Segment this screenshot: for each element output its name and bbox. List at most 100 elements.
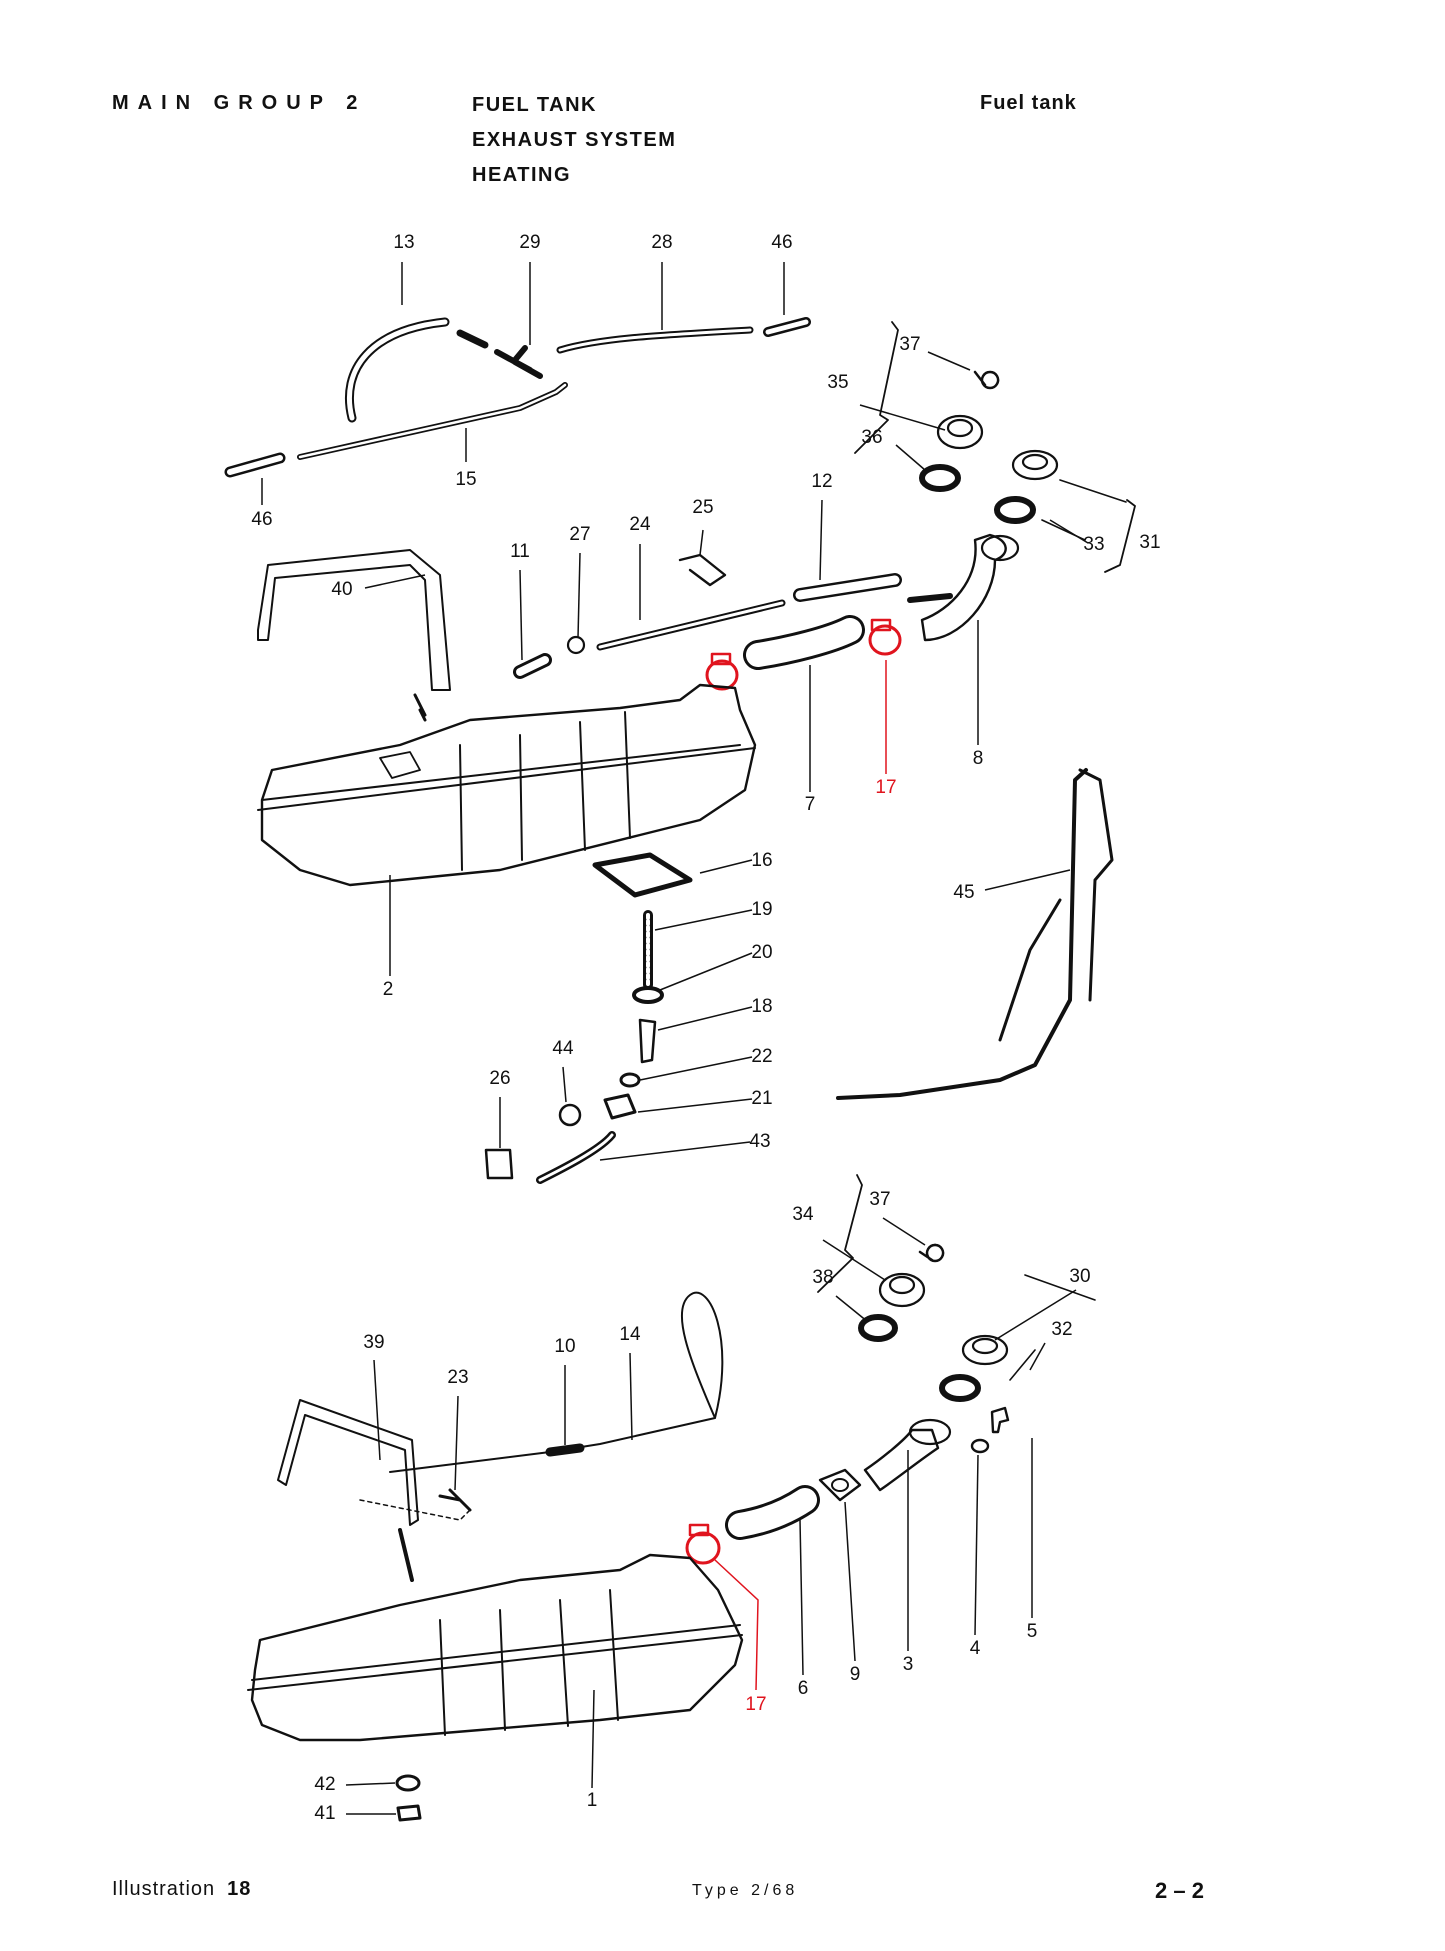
part-38-cap	[878, 1272, 926, 1308]
part-5-screw	[990, 1406, 1010, 1434]
section-title-heating: HEATING	[472, 164, 572, 186]
part-29-connector	[456, 329, 489, 349]
part-39-strap	[277, 1399, 419, 1526]
part-13-curved-hose	[344, 317, 450, 423]
part-label-24: 24	[629, 514, 651, 535]
part-label-27: 27	[569, 524, 590, 545]
part-33-cap	[1011, 449, 1059, 481]
part-22-seal	[619, 1072, 641, 1088]
part-3-filler-neck	[863, 1428, 940, 1492]
part-32-cap	[961, 1334, 1009, 1366]
part-20-washer	[632, 986, 664, 1004]
page-number: 2 – 2	[1155, 1878, 1204, 1903]
part-label-10: 10	[554, 1336, 575, 1357]
part-label-26: 26	[489, 1068, 510, 1089]
part-label-5: 5	[1027, 1621, 1038, 1642]
part-label-2: 2	[383, 979, 394, 1000]
part-15-long-line	[297, 382, 568, 460]
part-label-20: 20	[751, 942, 772, 963]
part-label-12: 12	[811, 471, 832, 492]
part-4-washer	[970, 1438, 990, 1454]
part-label-9: 9	[850, 1664, 861, 1685]
part-label-45: 45	[953, 882, 974, 903]
part-label-1: 1	[587, 1790, 598, 1811]
part-label-36: 36	[861, 427, 882, 448]
part-label-39: 39	[363, 1332, 384, 1353]
section-title-exhaust-system: EXHAUST SYSTEM	[472, 129, 677, 151]
part-27-clip	[566, 635, 586, 655]
part-label-15: 15	[455, 469, 476, 490]
part-label-37: 37	[899, 334, 920, 355]
part-label-41: 41	[314, 1803, 335, 1824]
part-42-washer	[395, 1774, 421, 1792]
part-36-seal	[919, 464, 961, 492]
part-36-cap	[936, 414, 984, 450]
vehicle-type: Type 2/68	[692, 1882, 799, 1899]
part-label-13: 13	[393, 232, 414, 253]
part-label-46: 46	[771, 232, 792, 253]
part-33-seal	[994, 496, 1036, 524]
part-14-cable	[389, 1291, 724, 1473]
part-label-22: 22	[751, 1046, 772, 1067]
part-38-seal	[858, 1314, 898, 1342]
part-label-3: 3	[903, 1654, 914, 1675]
part-32-seal	[939, 1374, 981, 1402]
part-17-clamp-upper-right	[868, 624, 902, 656]
part-label-38: 38	[812, 1267, 833, 1288]
illustration-number: 18	[227, 1878, 252, 1900]
part-label-6: 6	[798, 1678, 809, 1699]
part-label-34: 34	[792, 1204, 814, 1225]
part-label-19: 19	[751, 899, 772, 920]
part-8-filler-neck	[920, 533, 1007, 642]
part-label-18: 18	[751, 996, 772, 1017]
part-1-lower-tank	[250, 1553, 744, 1742]
section-title-fuel-tank: FUEL TANK	[472, 94, 597, 116]
part-label-32: 32	[1051, 1319, 1072, 1340]
part-17-clamp-lower	[685, 1531, 721, 1565]
part-37-key-lower	[918, 1243, 945, 1263]
page-subject: Fuel tank	[980, 92, 1077, 114]
part-label-33: 33	[1083, 534, 1104, 555]
part-label-28: 28	[651, 232, 672, 253]
part-40-strap	[257, 549, 451, 691]
section-titles: FUEL TANK EXHAUST SYSTEM HEATING	[472, 88, 676, 193]
part-label-21: 21	[751, 1088, 772, 1109]
part-label-40: 40	[331, 579, 352, 600]
part-23-bolt	[438, 1488, 472, 1512]
main-group-heading: MAIN GROUP 2	[112, 92, 367, 114]
part-label-30: 30	[1069, 1266, 1090, 1287]
part-45-line	[836, 768, 1088, 1100]
part-label-17: 17	[745, 1694, 766, 1715]
part-label-37: 37	[869, 1189, 890, 1210]
part-18-union	[638, 1018, 657, 1064]
part-label-23: 23	[447, 1367, 468, 1388]
part-label-4: 4	[970, 1638, 981, 1659]
part-label-25: 25	[692, 497, 713, 518]
part-25-clip	[678, 553, 727, 587]
part-label-31: 31	[1139, 532, 1160, 553]
part-16-gasket	[592, 852, 693, 898]
part-26-clip	[484, 1148, 514, 1180]
part-44-clip	[558, 1103, 582, 1127]
part-9-gasket	[818, 1468, 862, 1502]
part-label-42: 42	[314, 1774, 335, 1795]
part-label-7: 7	[805, 794, 816, 815]
leader-lines	[261, 262, 1089, 1815]
part-41-nut	[396, 1804, 422, 1822]
part-21-nut	[603, 1093, 637, 1120]
part-label-46: 46	[251, 509, 272, 530]
part-label-35: 35	[827, 372, 848, 393]
illustration-label: Illustration	[112, 1878, 216, 1900]
illustration-caption: Illustration 18	[112, 1878, 251, 1901]
part-label-8: 8	[973, 748, 984, 769]
part-label-29: 29	[519, 232, 540, 253]
part-2-upper-tank	[260, 683, 757, 887]
part-label-17: 17	[875, 777, 896, 798]
part-label-16: 16	[751, 850, 772, 871]
part-17-clamp-upper-left	[705, 659, 739, 691]
part-label-43: 43	[749, 1131, 770, 1152]
part-37-key	[973, 370, 1000, 390]
part-label-11: 11	[510, 541, 530, 562]
